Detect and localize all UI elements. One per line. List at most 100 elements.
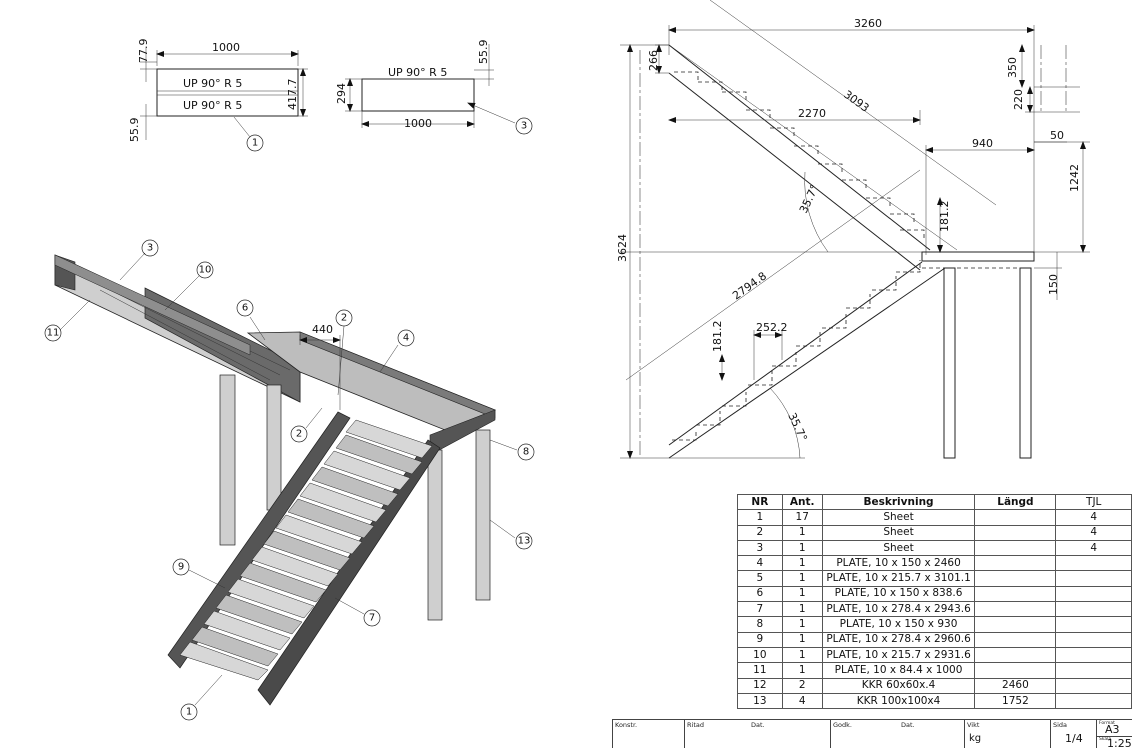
bom-cell-description: PLATE, 10 x 215.7 x 2931.6 [821, 646, 976, 664]
bom-cell-tjl [1055, 601, 1132, 618]
tb-godk: Godk. Dat. [830, 720, 965, 748]
title-block: Konstr. Ritad Dat. Godk. Dat. Vikt kg Si… [612, 719, 1132, 750]
bom-cell-tjl [1055, 692, 1132, 710]
side-elevation-view: 3260 3093 266 2270 350 220 50 940 [616, 0, 1090, 459]
bom-cell-ant: 4 [781, 692, 823, 710]
bom-cell-length [974, 555, 1057, 572]
balloon-1: 1 [180, 674, 223, 721]
bom-cell-description: PLATE, 10 x 278.4 x 2960.6 [821, 631, 976, 648]
detail-part-3: 1000 UP 90° R 5 55.9 294 3 [335, 40, 533, 135]
bom-cell-description: Sheet [821, 509, 976, 526]
bom-cell-description: Sheet [821, 524, 976, 541]
d3-balloon: 3 [521, 121, 527, 132]
bom-cell-nr: 6 [737, 585, 783, 603]
sv-angle-bottom: 35.7° [785, 411, 809, 444]
sv-2794: 2794.8 [730, 269, 769, 302]
balloon-2a: 2 [335, 309, 353, 396]
balloon-2b: 2 [290, 407, 323, 443]
bom-cell-tjl [1055, 555, 1132, 572]
bom-cell-nr: 1 [737, 509, 783, 526]
bom-cell-ant: 1 [781, 539, 823, 557]
balloon-4: 4 [379, 329, 415, 373]
bom-cell-description: KKR 60x60x.4 [821, 677, 976, 694]
bom-cell-tjl: 4 [1055, 524, 1132, 541]
bom-cell-ant: 1 [781, 616, 823, 633]
svg-text:10: 10 [199, 265, 212, 276]
bom-cell-description: PLATE, 10 x 215.7 x 3101.1 [821, 570, 976, 587]
sv-3624: 3624 [616, 234, 629, 262]
bom-cell-tjl: 4 [1055, 539, 1132, 557]
bom-cell-nr: 4 [737, 555, 783, 572]
balloon-7: 7 [334, 597, 381, 627]
balloon-10: 10 [164, 261, 214, 311]
bom-cell-length [974, 509, 1057, 526]
bom-cell-description: PLATE, 10 x 278.4 x 2943.6 [821, 601, 976, 618]
bom-col-tjl: TJL [1055, 493, 1132, 511]
d1-bend-2: UP 90° R 5 [183, 99, 242, 112]
balloon-3: 3 [119, 239, 159, 281]
bom-cell-description: PLATE, 10 x 150 x 930 [821, 616, 976, 633]
sv-252: 252.2 [756, 321, 788, 334]
bom-col-nr: NR [737, 493, 783, 511]
bom-cell-length [974, 570, 1057, 587]
bom-cell-nr: 7 [737, 601, 783, 618]
bom-cell-tjl [1055, 631, 1132, 648]
svg-text:4: 4 [403, 333, 409, 344]
d3-width: 1000 [404, 117, 432, 130]
bom-col-description: Beskrivning [821, 493, 976, 511]
bom-cell-ant: 17 [781, 509, 823, 526]
sv-angle-top: 35.7° [797, 183, 821, 216]
bom-cell-length: 1752 [974, 692, 1057, 710]
bom-cell-nr: 5 [737, 570, 783, 587]
balloon-8: 8 [489, 439, 535, 461]
bom-cell-tjl [1055, 585, 1132, 603]
bom-cell-description: PLATE, 10 x 150 x 838.6 [821, 585, 976, 603]
bom-cell-description: PLATE, 10 x 150 x 2460 [821, 555, 976, 572]
bom-cell-tjl [1055, 677, 1132, 694]
sv-940: 940 [972, 137, 993, 150]
sv-350: 350 [1006, 57, 1019, 78]
tb-sida: Sida 1/4 [1050, 720, 1097, 748]
sv-50: 50 [1050, 129, 1064, 142]
bom-cell-length [974, 662, 1057, 679]
bom-cell-ant: 1 [781, 631, 823, 648]
bom-cell-length [974, 646, 1057, 664]
sv-220: 220 [1012, 89, 1025, 110]
bom-cell-description: Sheet [821, 539, 976, 557]
bom-cell-nr: 11 [737, 662, 783, 679]
bom-cell-tjl [1055, 570, 1132, 587]
bom-header-row: NR Ant. Beskrivning Längd TJL [737, 493, 1132, 511]
sv-1242: 1242 [1068, 164, 1081, 192]
svg-text:2: 2 [341, 313, 347, 324]
sv-3260: 3260 [854, 17, 882, 30]
bom-cell-ant: 2 [781, 677, 823, 694]
bom-cell-length [974, 524, 1057, 541]
bom-cell-length [974, 616, 1057, 633]
sv-2270: 2270 [798, 107, 826, 120]
bom-cell-ant: 1 [781, 585, 823, 603]
tb-ritad: Ritad Dat. [684, 720, 831, 748]
tb-vikt: Vikt kg [964, 720, 1051, 748]
bom-col-ant: Ant. [781, 493, 823, 511]
bom-cell-ant: 1 [781, 524, 823, 541]
bom-cell-description: KKR 100x100x4 [821, 692, 976, 710]
bom-cell-ant: 1 [781, 570, 823, 587]
balloon-11: 11 [44, 299, 91, 342]
d1-bottom: 55.9 [128, 118, 141, 143]
sv-3093: 3093 [841, 88, 871, 115]
bom-cell-nr: 9 [737, 631, 783, 648]
bom-cell-length [974, 631, 1057, 648]
bom-cell-length [974, 585, 1057, 603]
svg-text:9: 9 [178, 562, 184, 573]
svg-text:1: 1 [186, 707, 192, 718]
svg-text:2: 2 [296, 429, 302, 440]
sv-181-bottom: 181.2 [711, 321, 724, 353]
